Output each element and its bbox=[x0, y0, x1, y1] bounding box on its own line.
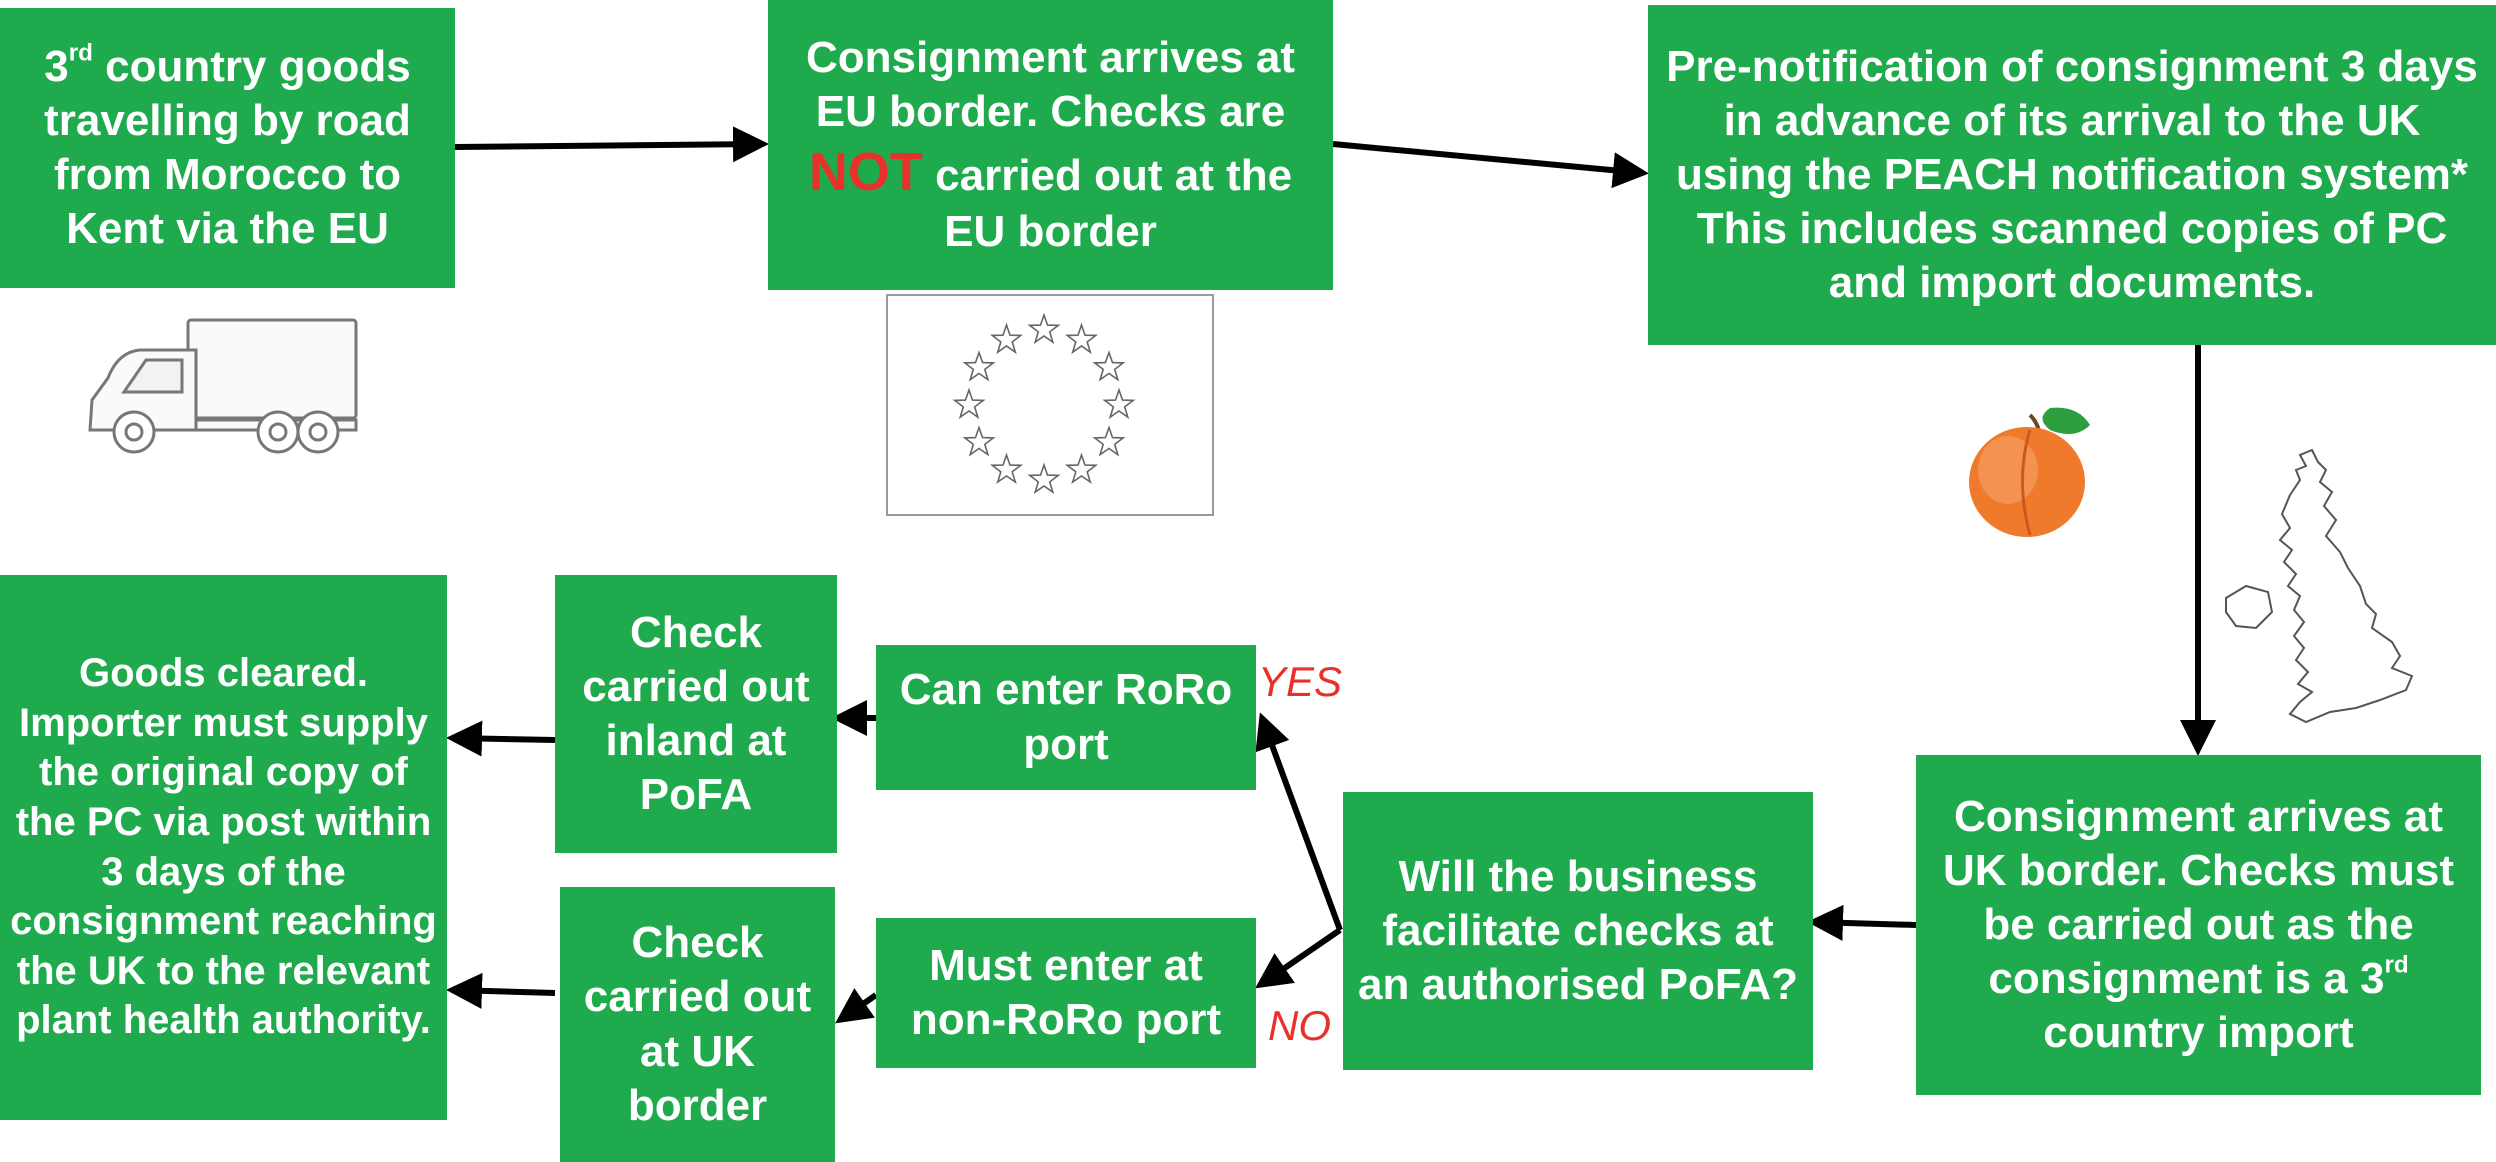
eu-flag-icon bbox=[886, 294, 1214, 516]
branch-label-no: NO bbox=[1268, 1002, 1331, 1049]
eu-flag-star bbox=[1092, 350, 1126, 382]
node-at-border: Check carried out at UK border bbox=[560, 887, 835, 1162]
node-prenotification-text: Pre-notification of consignment 3 days i… bbox=[1666, 41, 2478, 308]
arrow-decision-to-roro bbox=[1255, 712, 1343, 932]
node-non-roro-text: Must enter at non-RoRo port bbox=[910, 940, 1222, 1044]
node-inland-text: Check carried out inland at PoFA bbox=[582, 607, 810, 820]
node-eu-border-line1: Consignment arrives at EU border. Checks… bbox=[805, 32, 1296, 136]
arrow-decision-to-non-roro bbox=[1255, 927, 1342, 989]
node-cleared: Goods cleared. Importer must supply the … bbox=[0, 575, 447, 1120]
uk-map-icon bbox=[2225, 448, 2414, 724]
node-start-sup: rd bbox=[68, 39, 93, 67]
eu-flag-star bbox=[1092, 425, 1126, 457]
arrow-start-to-eu-border bbox=[454, 126, 769, 163]
node-decision-text: Will the business facilitate checks at a… bbox=[1357, 851, 1799, 1010]
node-start-sup-prefix: 3 bbox=[44, 41, 69, 91]
node-uk-border: Consignment arrives at UK border. Checks… bbox=[1916, 755, 2481, 1095]
node-decision: Will the business facilitate checks at a… bbox=[1343, 792, 1813, 1070]
node-uk-border-text: Consignment arrives at UK border. Checks… bbox=[1942, 791, 2455, 1004]
eu-flag-star bbox=[1102, 387, 1136, 420]
eu-flag-star bbox=[962, 425, 996, 457]
eu-flag-star bbox=[1027, 312, 1061, 345]
node-eu-border: Consignment arrives at EU border. Checks… bbox=[768, 0, 1333, 290]
eu-flag-star bbox=[952, 387, 986, 420]
eu-flag-star bbox=[1064, 452, 1099, 485]
truck-icon bbox=[88, 318, 358, 454]
branch-label-yes: YES bbox=[1258, 658, 1343, 705]
node-start: 3rd country goods travelling by road fro… bbox=[0, 8, 455, 288]
node-prenotification: Pre-notification of consignment 3 days i… bbox=[1648, 5, 2496, 345]
arrow-eu-border-to-prenotification bbox=[1332, 141, 1649, 189]
node-cleared-text: Goods cleared. Importer must supply the … bbox=[10, 651, 437, 1043]
node-inland: Check carried out inland at PoFA bbox=[555, 575, 837, 853]
arrow-uk-border-to-decision bbox=[1807, 904, 1917, 941]
eu-flag-star bbox=[962, 350, 996, 382]
node-roro-text: Can enter RoRo port bbox=[899, 665, 1233, 769]
eu-flag-star bbox=[989, 322, 1024, 355]
eu-flag-star bbox=[989, 452, 1024, 485]
node-start-text: country goods travelling by road from Mo… bbox=[44, 41, 411, 254]
arrow-non-roro-to-at-border bbox=[835, 988, 878, 1024]
arrow-at-border-to-cleared bbox=[446, 972, 556, 1009]
peach-icon bbox=[1969, 407, 2090, 537]
node-at-border-text: Check carried out at UK border bbox=[583, 918, 812, 1130]
node-eu-border-emphasis: NOT bbox=[808, 141, 923, 202]
node-roro: Can enter RoRo port bbox=[876, 645, 1256, 790]
eu-flag-star bbox=[1027, 462, 1061, 495]
node-uk-border-sup: rd bbox=[2384, 951, 2409, 979]
node-uk-border-text-after: country import bbox=[2043, 1008, 2354, 1058]
node-eu-border-line2: carried out at the EU border bbox=[922, 150, 1293, 257]
arrow-inland-to-cleared bbox=[446, 720, 556, 757]
eu-flag-star bbox=[1064, 322, 1099, 355]
node-non-roro: Must enter at non-RoRo port bbox=[876, 918, 1256, 1068]
